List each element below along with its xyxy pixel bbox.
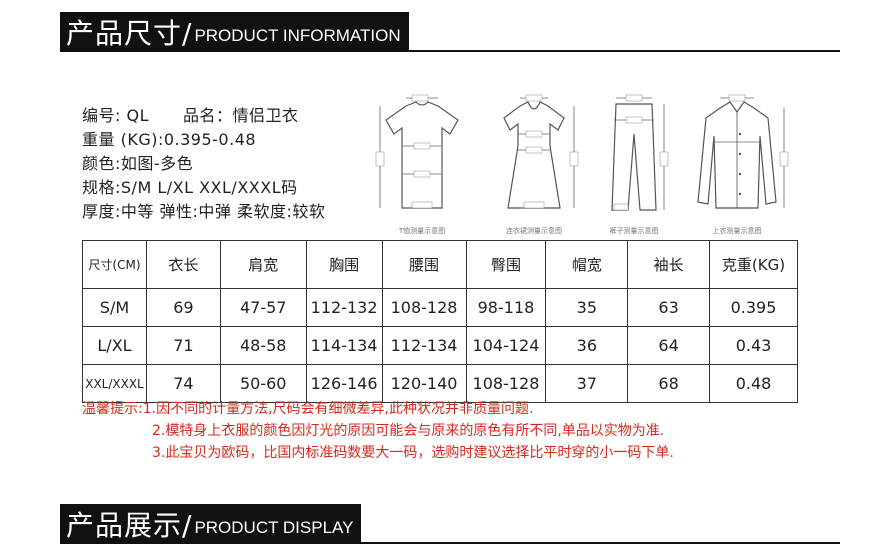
table-cell: 0.48 — [709, 364, 798, 403]
table-cell: 112-134 — [381, 326, 467, 365]
table-header-cell: 臀围 — [465, 240, 547, 289]
dress-caption: 连衣裙测量示意图 — [506, 227, 562, 235]
table-cell: 36 — [545, 326, 629, 365]
table-cell: 71 — [145, 326, 221, 365]
table-cell: 69 — [145, 288, 221, 327]
tshirt-caption: T恤测量示意图 — [398, 227, 446, 235]
pants-diagram: 裤子测量示意图 — [594, 94, 674, 236]
table-header-cell: 衣长 — [145, 240, 221, 289]
tshirt-diagram: T恤测量示意图 — [372, 94, 472, 236]
info-code: 编号: QL — [82, 106, 149, 125]
table-cell: 47-57 — [219, 288, 307, 327]
info-spec: 规格:S/M L/XL XXL/XXXL码 — [82, 178, 298, 197]
header-title-en: PRODUCT DISPLAY — [194, 518, 354, 537]
product-display-header: 产品展示/ PRODUCT DISPLAY — [60, 504, 362, 544]
table-cell: XXL/XXXL — [82, 364, 147, 403]
table-cell: 0.395 — [709, 288, 798, 327]
table-cell: 104-124 — [465, 326, 547, 365]
table-cell: 63 — [627, 288, 710, 327]
info-product-name: 品名：情侣卫衣 — [183, 106, 299, 125]
note-2: 2.模特身上衣服的颜色因灯光的原因可能会与原来的原色有所不同,单品以实物为准. — [152, 423, 665, 439]
info-code-name-line: 编号: QL 品名：情侣卫衣 — [82, 104, 382, 128]
pants-caption: 裤子测量示意图 — [609, 227, 659, 235]
info-color: 颜色:如图-多色 — [82, 154, 194, 173]
table-header-cell: 肩宽 — [219, 240, 307, 289]
table-row: XXL/XXXL 74 50-60 126-146 120-140 108-12… — [82, 364, 798, 403]
table-cell: S/M — [82, 288, 147, 327]
table-header-cell: 胸围 — [305, 240, 383, 289]
table-cell: 68 — [627, 364, 710, 403]
table-cell: 64 — [627, 326, 710, 365]
product-info-header: 产品尺寸/ PRODUCT INFORMATION — [60, 12, 409, 52]
header-block: 产品展示/ PRODUCT DISPLAY — [60, 504, 362, 544]
tshirt-icon — [375, 94, 459, 209]
table-header-cell: 帽宽 — [545, 240, 629, 289]
jacket-icon — [697, 94, 789, 209]
table-header-cell: 克重(KG) — [709, 240, 798, 289]
table-cell: 35 — [545, 288, 629, 327]
table-header-cell: 袖长 — [627, 240, 710, 289]
table-header-cell: 腰围 — [381, 240, 467, 289]
table-row: S/M 69 47-57 112-132 108-128 98-118 35 6… — [82, 288, 798, 327]
table-cell: 126-146 — [305, 364, 383, 403]
size-notes: 温馨提示:1.因不同的计量方法,尺码会有细微差异,此种状况并非质量问题. 2.模… — [82, 398, 862, 464]
size-table: 尺寸(CM) 衣长 肩宽 胸围 腰围 臀围 帽宽 袖长 克重(KG) S/M 6… — [82, 240, 798, 403]
dress-diagram: 连衣裙测量示意图 — [484, 94, 584, 236]
note-1: 温馨提示:1.因不同的计量方法,尺码会有细微差异,此种状况并非质量问题. — [82, 401, 534, 417]
table-cell: 112-132 — [305, 288, 383, 327]
table-header-row: 尺寸(CM) 衣长 肩宽 胸围 腰围 臀围 帽宽 袖长 克重(KG) — [82, 240, 798, 289]
note-3: 3.此宝贝为欧码，比国内标准码数要大一码，选购时建议选择比平时穿的小一码下单. — [152, 445, 674, 461]
table-cell: 50-60 — [219, 364, 307, 403]
table-cell: 48-58 — [219, 326, 307, 365]
table-cell: 108-128 — [465, 364, 547, 403]
header-divider — [60, 542, 840, 544]
table-row: L/XL 71 48-58 114-134 112-134 104-124 36… — [82, 326, 798, 365]
table-cell: 114-134 — [305, 326, 383, 365]
jacket-diagram: 上衣测量示意图 — [682, 94, 792, 236]
measurement-diagrams: T恤测量示意图 连衣裙测量示意图 裤子测量示意图 — [372, 94, 802, 236]
pants-icon — [611, 94, 669, 211]
product-info: 编号: QL 品名：情侣卫衣 重量 (KG):0.395-0.48 颜色:如图-多… — [82, 104, 382, 224]
table-cell: 37 — [545, 364, 629, 403]
jacket-caption: 上衣测量示意图 — [712, 227, 762, 235]
table-cell: L/XL — [82, 326, 147, 365]
table-cell: 120-140 — [381, 364, 467, 403]
header-block: 产品尺寸/ PRODUCT INFORMATION — [60, 12, 409, 52]
header-title-en: PRODUCT INFORMATION — [194, 26, 401, 45]
header-divider — [60, 50, 840, 52]
table-cell: 0.43 — [709, 326, 798, 365]
header-title-cn: 产品尺寸/ — [66, 17, 193, 50]
table-cell: 108-128 — [381, 288, 467, 327]
table-header-cell: 尺寸(CM) — [82, 240, 147, 289]
info-texture: 厚度:中等 弹性:中弹 柔软度:较软 — [82, 202, 326, 221]
info-weight: 重量 (KG):0.395-0.48 — [82, 130, 257, 149]
header-title-cn: 产品展示/ — [66, 509, 193, 542]
table-cell: 74 — [145, 364, 221, 403]
dress-icon — [503, 94, 579, 209]
table-cell: 98-118 — [465, 288, 547, 327]
